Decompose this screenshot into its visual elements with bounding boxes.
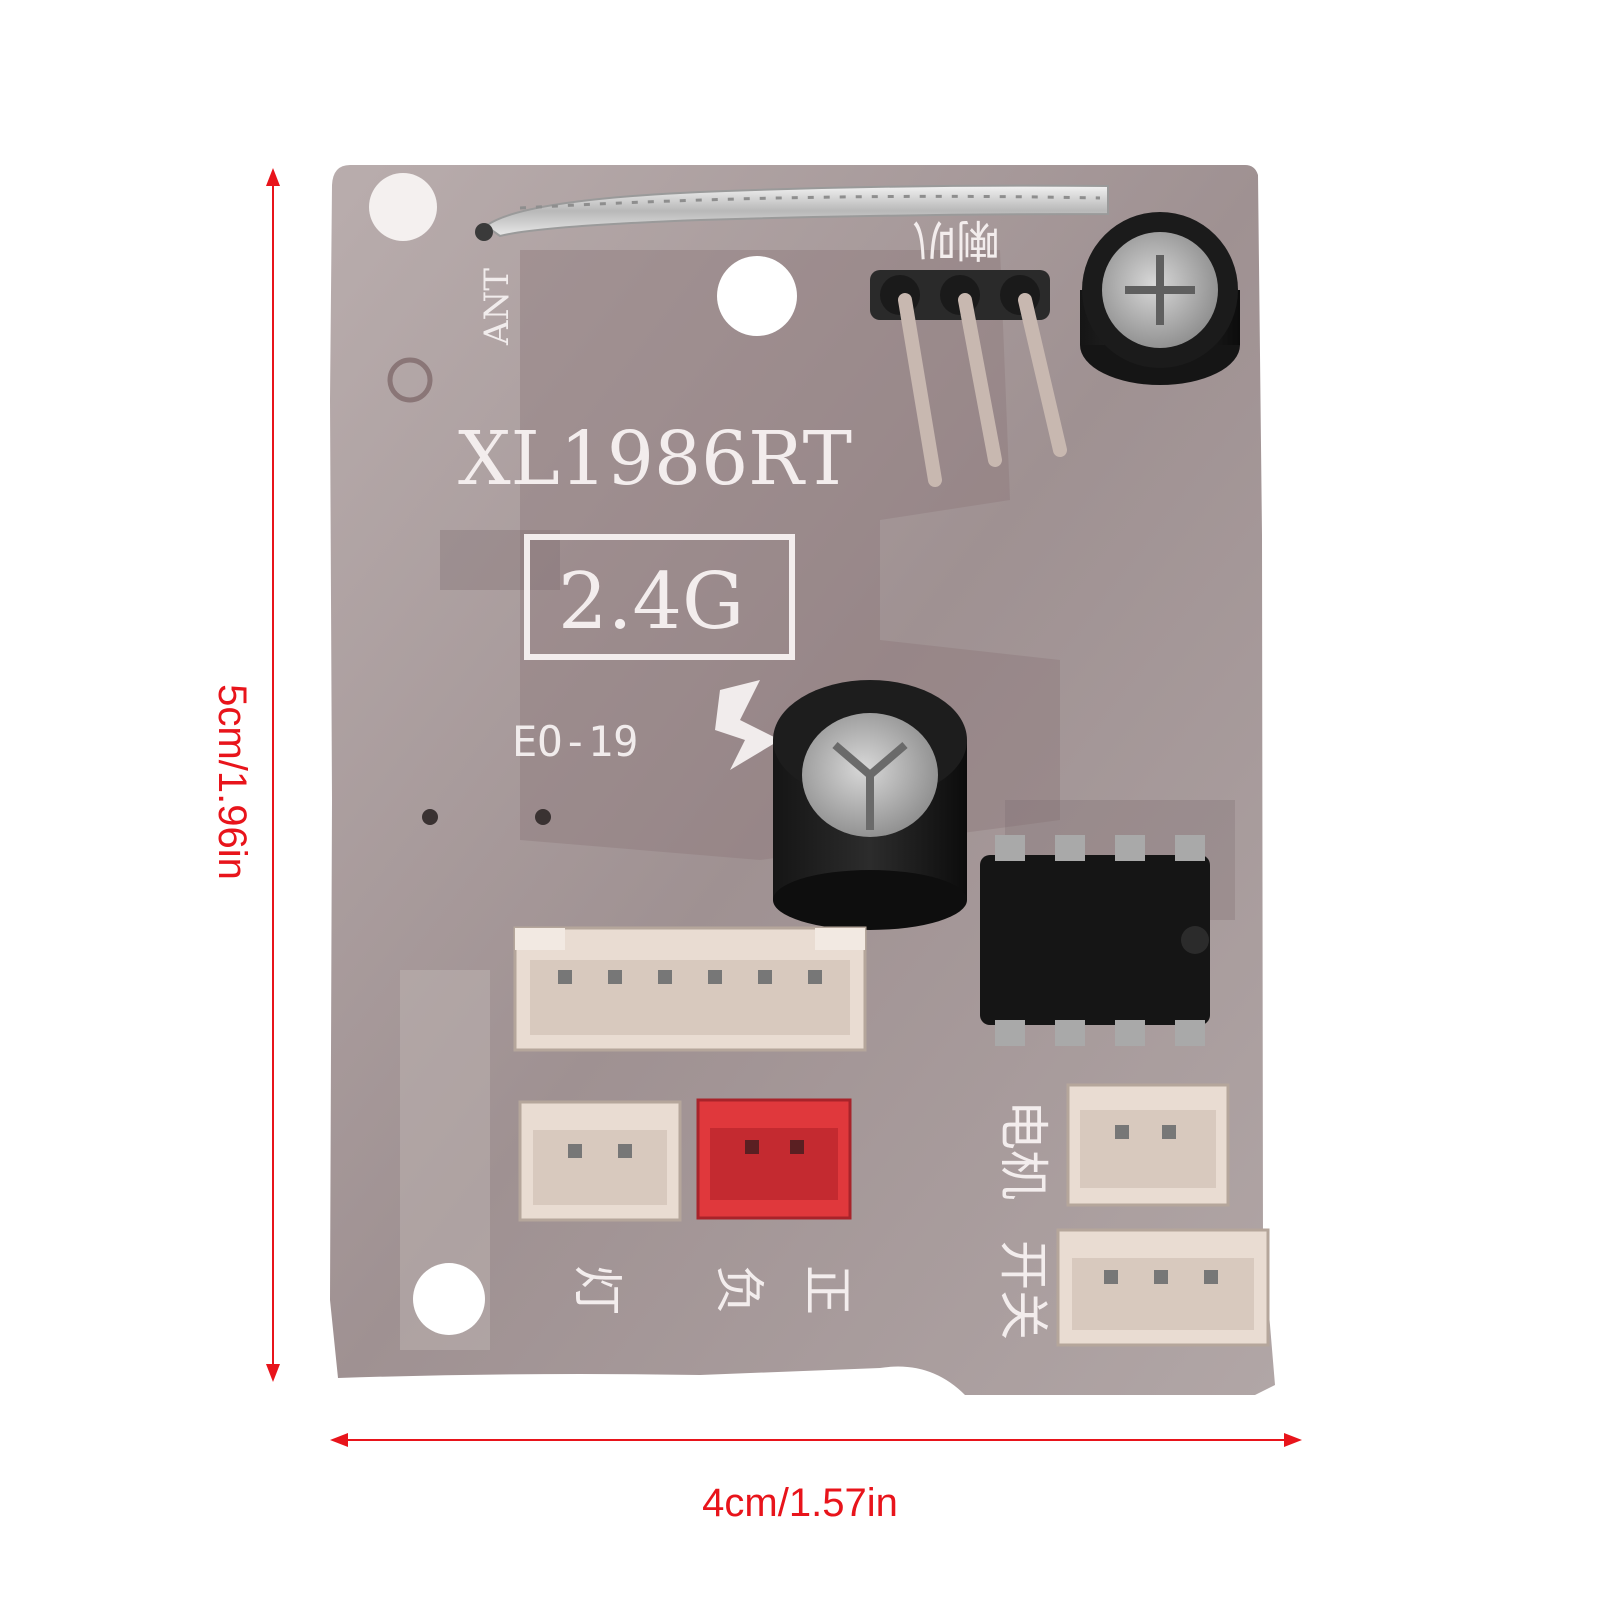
ic-chip — [980, 835, 1210, 1046]
lightning-decal — [715, 680, 780, 770]
width-dimension-label: 4cm/1.57in — [702, 1481, 898, 1525]
buzzer-marking: 喇叭 — [912, 214, 1000, 265]
frequency-badge-frame — [524, 534, 795, 660]
mounting-hole — [413, 1263, 485, 1335]
switch-connector — [1056, 1228, 1270, 1347]
via-pad — [387, 357, 433, 403]
mounting-hole — [369, 173, 437, 241]
height-dimension-label: 5cm/1.96in — [210, 684, 254, 880]
frequency-badge-text: 2.4G — [558, 557, 744, 647]
light-connector — [518, 1100, 682, 1222]
width-dimension-arrow — [330, 1433, 1302, 1447]
board-model-text: XL1986RT — [458, 416, 852, 502]
small-capacitor — [1080, 212, 1240, 385]
antenna-marking: ANT — [477, 268, 517, 346]
six-pin-connector — [513, 926, 867, 1052]
motor-marking: 电机 — [994, 1100, 1052, 1200]
negative-marking: 负 — [710, 1265, 768, 1315]
switch-marking: 开关 — [994, 1240, 1052, 1340]
light-marking: 灯 — [568, 1265, 626, 1315]
mounting-hole — [717, 256, 797, 336]
via-pad — [535, 809, 551, 825]
power-connector — [696, 1098, 852, 1220]
height-dimension-arrow — [266, 168, 280, 1382]
large-capacitor — [773, 680, 967, 930]
pin-header — [870, 270, 1067, 487]
antenna-wire — [475, 184, 1109, 241]
motor-connector — [1066, 1083, 1230, 1207]
positive-marking: 正 — [798, 1265, 856, 1315]
via-pad — [422, 809, 438, 825]
revision-text: EO-19 — [512, 717, 638, 766]
